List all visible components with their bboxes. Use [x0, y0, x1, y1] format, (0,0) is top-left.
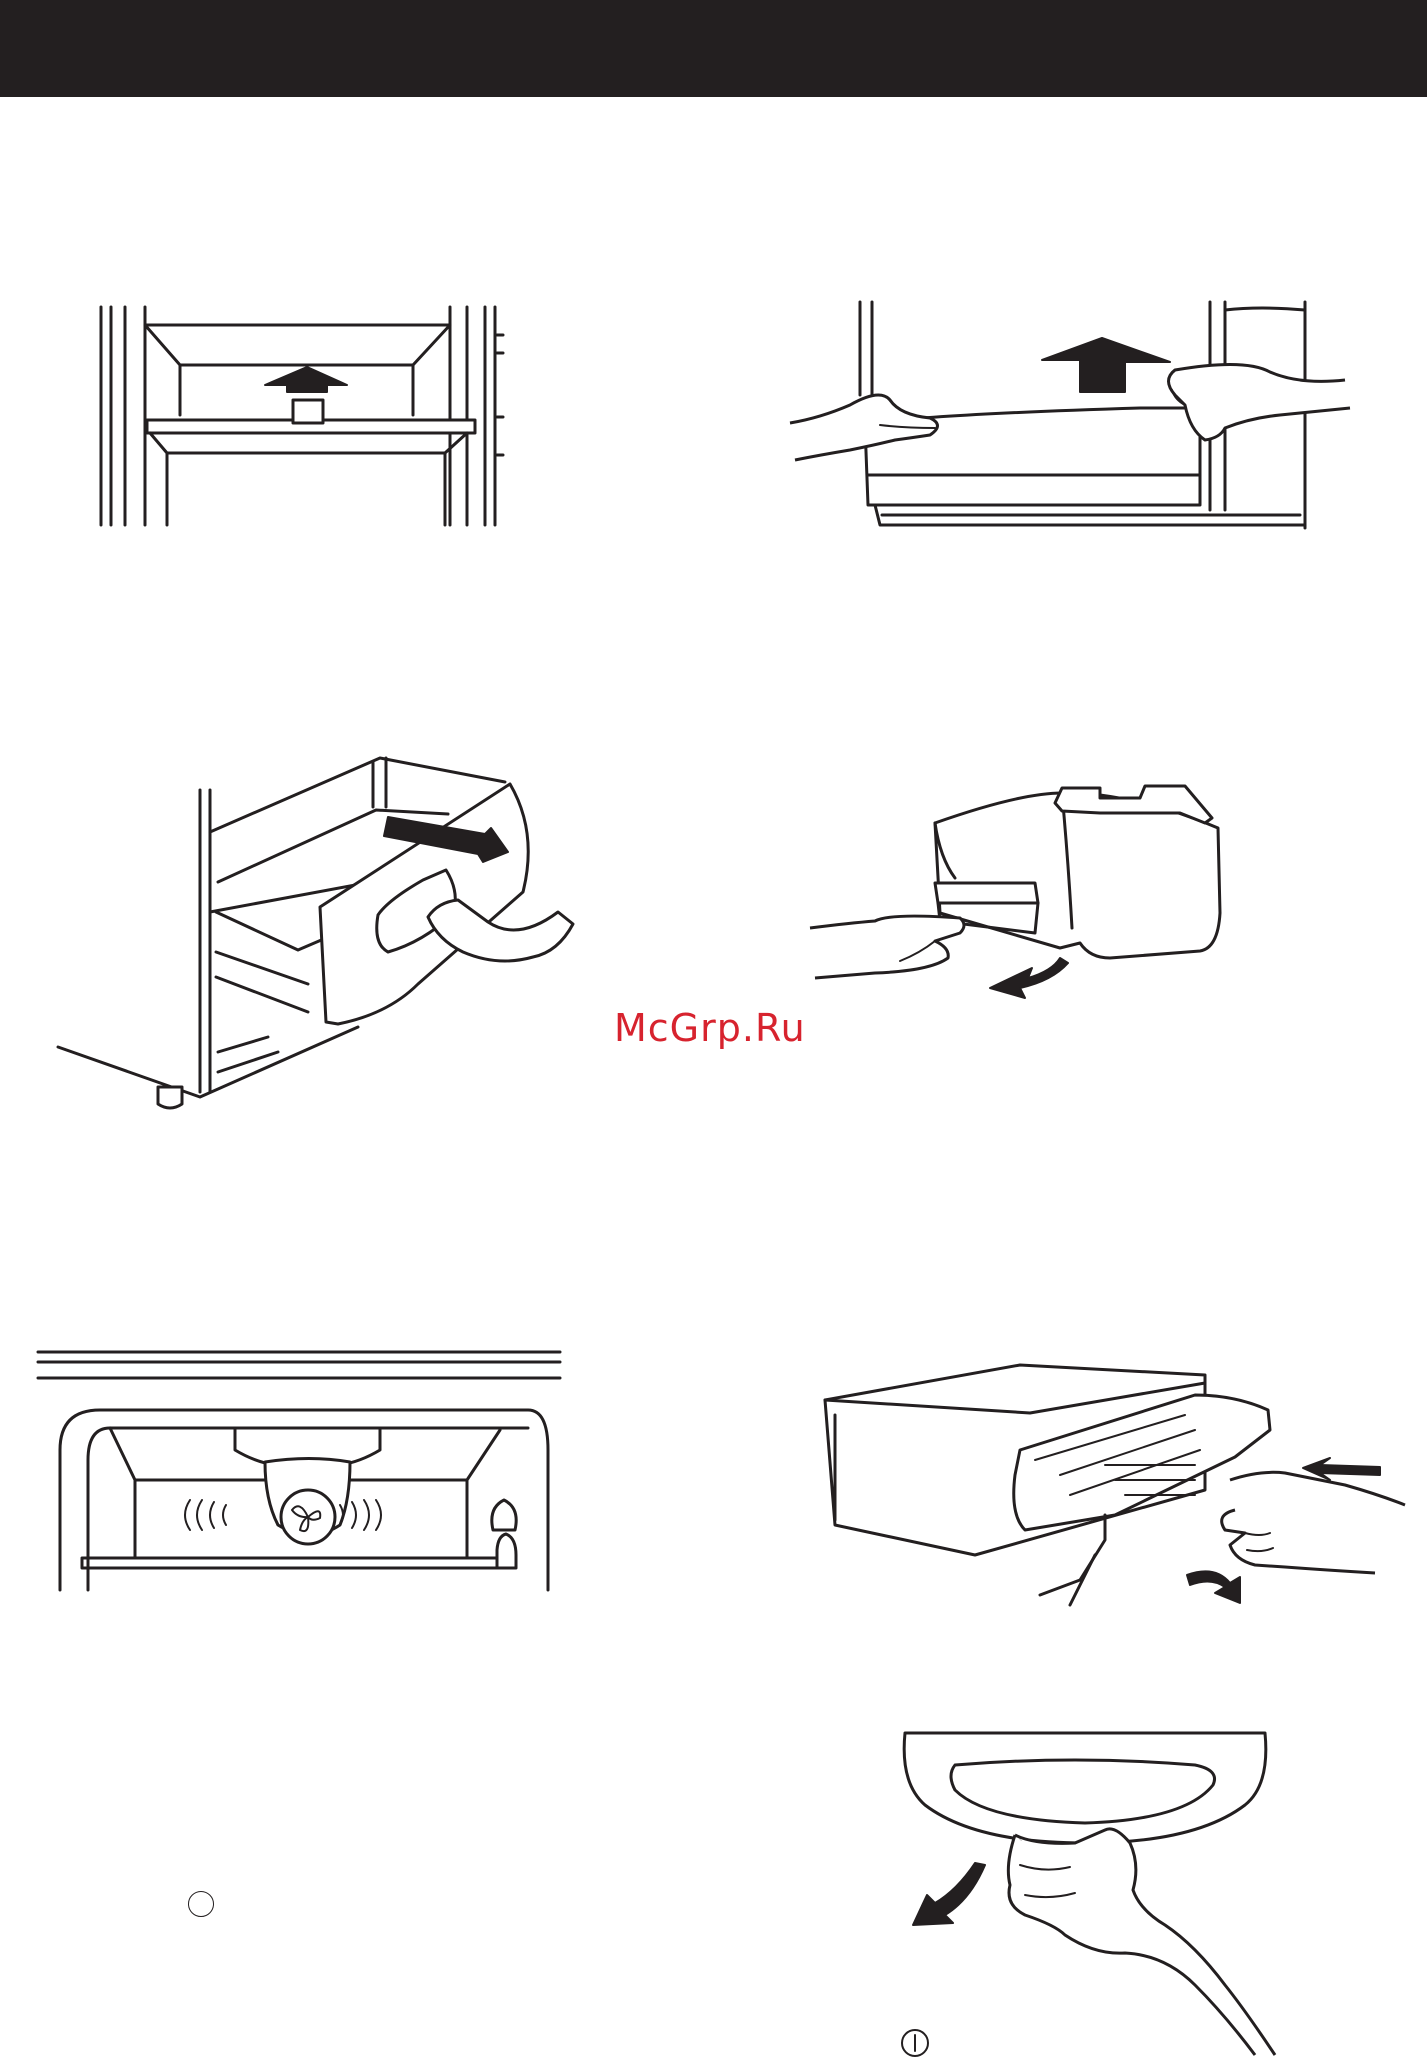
- door-bin-lift-illustration: [780, 300, 1360, 540]
- step-circle-marker: [188, 1891, 214, 1917]
- crisper-drawer-illustration: [58, 752, 578, 1127]
- container-flap-illustration: [800, 783, 1230, 1018]
- handle-tilt-illustration: [895, 1725, 1325, 2060]
- header-bar: [0, 0, 1427, 97]
- drawer-front-removal-illustration: [815, 1355, 1415, 1635]
- fan-duct-illustration: [30, 1350, 570, 1595]
- fridge-shelf-illustration: [95, 305, 515, 530]
- watermark: McGrp.Ru: [614, 1006, 806, 1050]
